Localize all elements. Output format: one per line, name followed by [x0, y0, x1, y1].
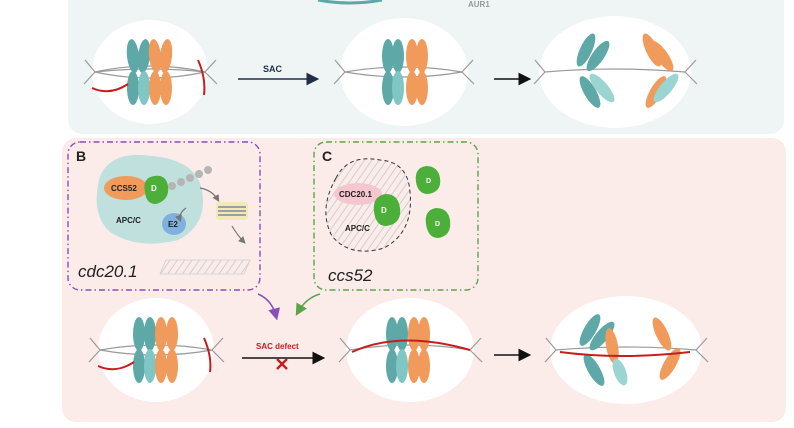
cdc20-shape	[334, 183, 382, 205]
top-remnant-shape	[317, 0, 383, 5]
d-box-shape-b	[144, 175, 169, 204]
d-label-b: D	[151, 184, 157, 193]
d-box-shape-c3	[425, 208, 451, 238]
proteasome-icon	[216, 202, 248, 220]
cell-top-2	[333, 18, 475, 126]
apc-c-complex-c	[325, 158, 411, 252]
cell-top-3	[533, 16, 698, 128]
panel-b-letter: B	[76, 148, 87, 164]
panel-b-arrow	[257, 293, 280, 321]
svg-text:D: D	[435, 221, 440, 228]
chromosome-pair-teal	[126, 39, 151, 105]
sac-defect-label: SAC defect	[256, 342, 299, 351]
d-label-c: D	[381, 206, 387, 215]
panel-c-arrow	[295, 293, 321, 316]
blocked-x-icon	[276, 358, 288, 370]
d-box-shape-c1	[373, 194, 401, 226]
ccs52-mutant-label: ccs52	[328, 266, 373, 285]
ubiquitin-chain-b	[168, 166, 212, 190]
sac-label: SAC	[263, 64, 283, 74]
d-box-shape-c2	[415, 166, 441, 194]
chromosome-pair-orange	[148, 39, 173, 105]
panel-c-letter: C	[322, 148, 333, 164]
e2-label: E2	[168, 220, 178, 229]
panel-c-border	[313, 141, 479, 291]
aur1-label: AUR1	[468, 0, 490, 9]
panel-b-border	[67, 141, 261, 291]
cdc20-1-label: CDC20.1	[339, 190, 372, 199]
cell-bottom-3	[544, 296, 709, 404]
apc-c-label-c: APC/C	[345, 224, 370, 233]
cdc20-1-mutant-label: cdc20.1	[78, 262, 138, 281]
apc-c-label-b: APC/C	[116, 216, 141, 225]
ccs52-label: CCS52	[111, 184, 137, 193]
cell-top-1	[83, 20, 218, 124]
degraded-fragments	[159, 259, 251, 275]
cell-bottom-1	[88, 298, 225, 402]
svg-text:D: D	[426, 178, 431, 185]
cell-bottom-2	[338, 298, 483, 402]
ccs52-shape	[104, 176, 148, 200]
